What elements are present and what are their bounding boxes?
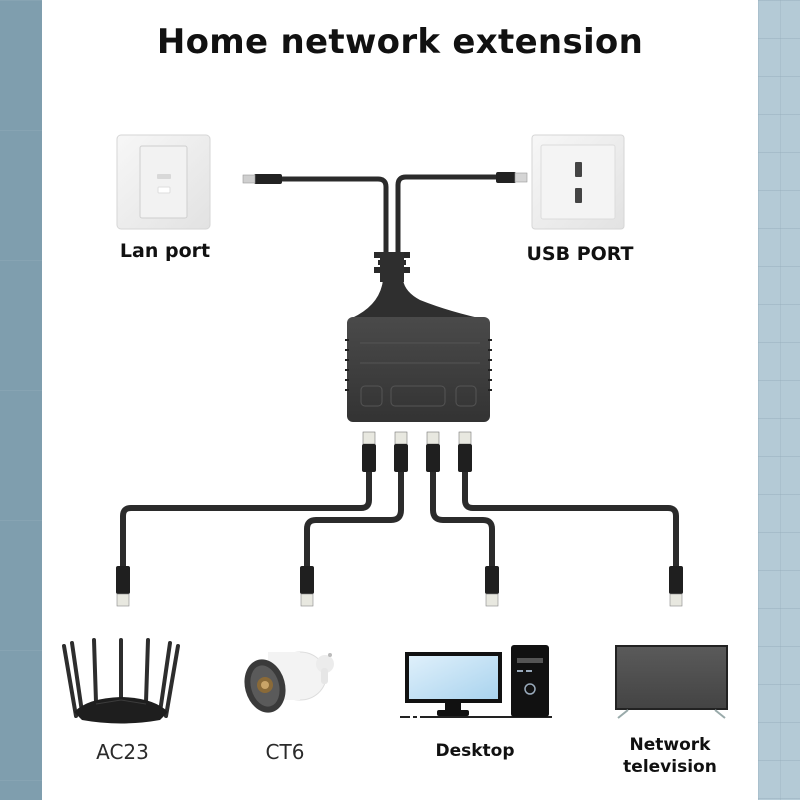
tv-label-line1: Network — [629, 735, 711, 755]
usb-wall-socket-icon — [531, 134, 625, 230]
right-background-border — [758, 0, 800, 800]
rj45-plug-icon — [485, 566, 499, 607]
rj45-plug-icon — [669, 566, 683, 607]
output-cables — [120, 467, 679, 573]
television-icon — [615, 645, 728, 719]
ethernet-splitter-hub-icon — [345, 252, 492, 422]
rj45-plug-icon — [116, 566, 130, 607]
usb-port-label: USB PORT — [526, 243, 634, 265]
camera-mount-icon — [316, 653, 334, 684]
input-cables — [279, 174, 503, 258]
device-rj45-plugs — [116, 566, 683, 607]
lan-side-usb-plug-icon — [242, 174, 282, 184]
rj45-plug-icon — [300, 566, 314, 607]
security-camera-icon — [244, 651, 334, 713]
rj45-plug-icon — [426, 431, 440, 472]
camera-label: CT6 — [265, 740, 305, 764]
usb-plug-icon — [496, 172, 528, 183]
rj45-plug-icon — [458, 431, 472, 472]
tv-label-line2: television — [623, 757, 717, 777]
desktop-label: Desktop — [435, 741, 515, 761]
page-title: Home network extension — [156, 22, 644, 62]
desktop-computer-icon — [400, 645, 552, 718]
lan-wall-socket-icon — [116, 134, 211, 230]
left-background-border — [0, 0, 42, 800]
hub-rj45-plugs — [362, 431, 472, 472]
lan-port-label: Lan port — [119, 240, 211, 262]
rj45-plug-icon — [394, 431, 408, 472]
rj45-plug-icon — [362, 431, 376, 472]
router-label: AC23 — [96, 740, 149, 764]
tv-label: Network television — [610, 734, 730, 778]
router-icon — [62, 638, 180, 724]
